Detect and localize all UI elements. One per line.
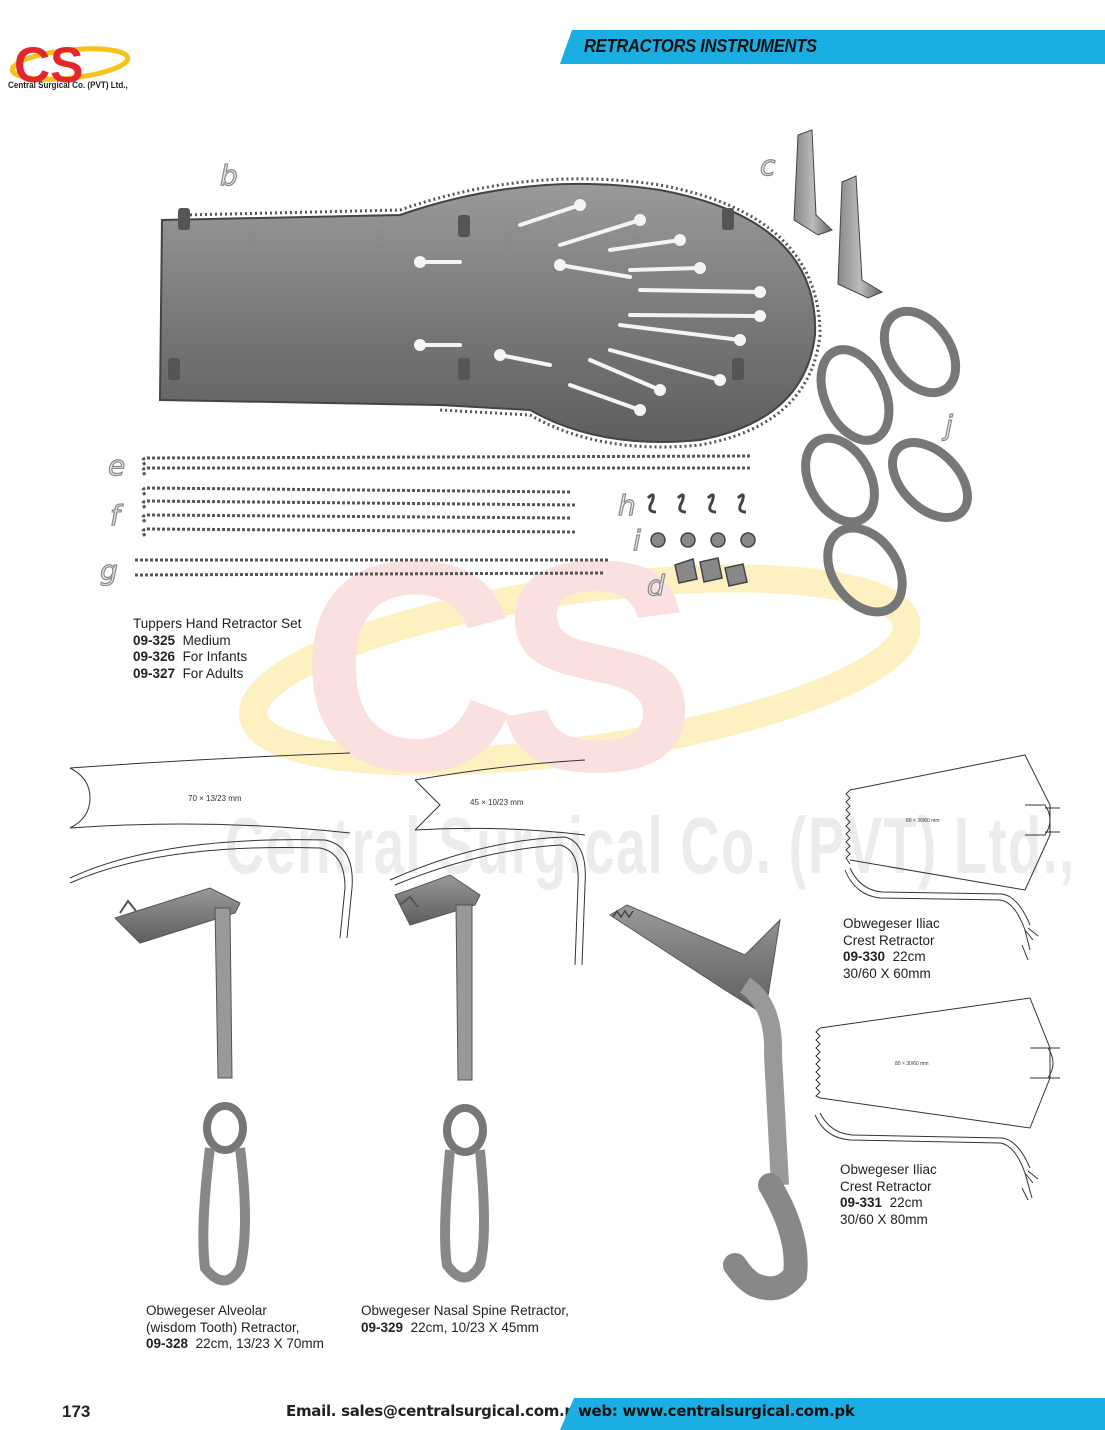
- iliac-retractor-photo: [609, 904, 808, 1301]
- footer-email[interactable]: Email. sales@centralsurgical.com.pk: [286, 1402, 585, 1420]
- product-code: 09-329: [361, 1319, 404, 1335]
- footer-web[interactable]: web: www.centralsurgical.com.pk: [578, 1402, 855, 1420]
- blade-c: [793, 129, 884, 299]
- product-code: 09-331: [840, 1195, 883, 1210]
- company-logo: CS: [9, 37, 131, 93]
- part-letter-d: d: [647, 569, 665, 602]
- product-name: Obwegeser Iliac: [843, 916, 940, 931]
- product-name: Obwegeser Alveolar: [146, 1303, 267, 1318]
- iliac-330-caption: Obwegeser Iliac Crest Retractor 09-330 2…: [843, 916, 940, 981]
- part-letter-g: g: [100, 554, 118, 587]
- product-code: 09-325: [133, 632, 176, 648]
- tuppers-set-figure: b c e f g h i d j: [100, 129, 972, 617]
- product-code: 09-326: [133, 649, 176, 664]
- dim-label: 45 × 10/23 mm: [470, 798, 524, 807]
- watermark-logo: CS: [239, 520, 920, 820]
- footer-banner: [560, 1398, 1105, 1430]
- iliac-331-drawing: 80 × 30/60 mm: [814, 997, 1060, 1201]
- product-name: Tuppers Hand Retractor Set: [133, 616, 302, 631]
- product-code: 09-330: [843, 949, 886, 964]
- nasal-retractor-figure: 45 × 10/23 mm: [389, 759, 586, 1283]
- section-banner: [560, 30, 1105, 64]
- dim-label: 80 × 30/60 mm: [895, 1061, 929, 1067]
- hooks-screws-clips: [646, 493, 756, 587]
- part-letter-c: c: [760, 149, 776, 182]
- alveolar-retractor-figure: 70 × 13/23 mm: [69, 752, 353, 1286]
- alveolar-caption: Obwegeser Alveolar (wisdom Tooth) Retrac…: [146, 1303, 324, 1351]
- tuppers-caption: Tuppers Hand Retractor Set 09-325 Medium…: [133, 616, 302, 681]
- iliac-330-drawing: 60 × 30/60 mm: [844, 754, 1060, 961]
- part-letter-f: f: [110, 499, 124, 532]
- page-number: 173: [62, 1402, 91, 1421]
- logo-letters: CS: [14, 37, 83, 93]
- part-letter-j: j: [941, 409, 953, 442]
- dim-label: 60 × 30/60 mm: [906, 818, 940, 824]
- svg-text:CS: CS: [300, 520, 689, 820]
- rubber-rings: [801, 306, 972, 617]
- dim-label: 70 × 13/23 mm: [188, 794, 242, 803]
- logo-tagline: Central Surgical Co. (PVT) Ltd.,: [8, 80, 128, 91]
- part-letter-h: h: [618, 489, 636, 522]
- nasal-caption: Obwegeser Nasal Spine Retractor, 09-329 …: [361, 1303, 569, 1335]
- part-letter-e: e: [108, 449, 125, 482]
- product-name: Obwegeser Iliac: [840, 1162, 937, 1177]
- retractor-plate: [158, 177, 822, 449]
- product-code: 09-327: [133, 665, 176, 681]
- chains: [134, 454, 751, 577]
- watermark-text: Central Surgical Co. (PVT) Ltd.,: [225, 801, 1076, 890]
- iliac-331-caption: Obwegeser Iliac Crest Retractor 09-331 2…: [840, 1162, 937, 1227]
- part-letter-b: b: [220, 159, 238, 192]
- product-name: Obwegeser Nasal Spine Retractor,: [361, 1303, 569, 1318]
- product-code: 09-328: [146, 1336, 189, 1351]
- section-title: RETRACTORS INSTRUMENTS: [584, 36, 817, 56]
- part-letter-i: i: [633, 524, 641, 557]
